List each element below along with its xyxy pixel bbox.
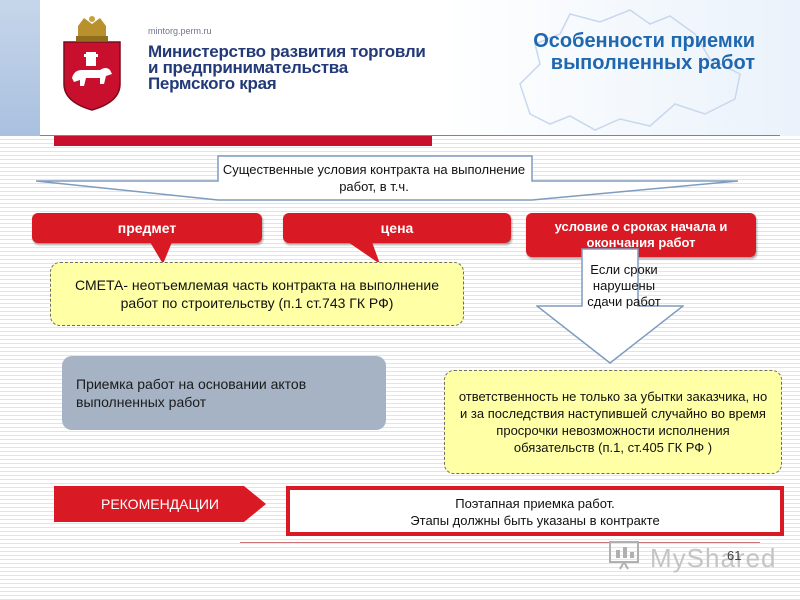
recommendation-line: Поэтапная приемка работ. [455, 496, 615, 511]
presentation-icon [609, 541, 639, 570]
ministry-line: и предпринимательства [148, 58, 348, 77]
banner-text: Существенные условия контракта на выполн… [222, 162, 526, 194]
recommendation-line: Этапы должны быть указаны в контракте [410, 513, 660, 528]
page-title: Особенности приемки выполненных работ [533, 30, 755, 74]
left-decorative-stripe [0, 0, 40, 136]
recommendations-label: РЕКОМЕНДАЦИИ [101, 496, 219, 512]
smeta-box: СМЕТА- неотъемлемая часть контракта на в… [50, 262, 464, 326]
down-arrow-shape [536, 248, 684, 364]
coat-of-arms-icon [63, 16, 121, 111]
watermark-text: MyShared [650, 543, 777, 573]
header: mintorg.perm.ru Министерство развития то… [0, 0, 800, 136]
page-title-line: выполненных работ [550, 52, 755, 74]
tab-price: цена [283, 213, 511, 243]
ministry-name: Министерство развития торговли и предпри… [148, 42, 426, 93]
arrow-text: Если сроки нарушены сдачи работ [587, 262, 661, 309]
page-number: 61 [727, 548, 742, 563]
ministry-line: Пермского края [148, 74, 277, 93]
page-title-line: Особенности приемки [533, 30, 755, 52]
header-red-bar [54, 136, 432, 146]
header-divider [40, 135, 780, 136]
tab-subject: предмет [32, 213, 262, 243]
banner-arrow-shape [36, 155, 738, 201]
ministry-line: Министерство развития торговли [148, 42, 426, 61]
acceptance-box: Приемка работ на основании актов выполне… [62, 356, 386, 430]
tab-terms: условие о сроках начала и окончания рабо… [526, 213, 756, 257]
callout-pointers [150, 242, 380, 264]
footer-divider [240, 542, 760, 543]
responsibility-box: ответственность не только за убытки зака… [444, 370, 782, 474]
recommendations-box: Поэтапная приемка работ. Этапы должны бы… [286, 486, 784, 536]
recommendations-arrow-shape [54, 486, 266, 522]
region-map-outline [519, 9, 741, 131]
site-url: mintorg.perm.ru [148, 26, 212, 36]
